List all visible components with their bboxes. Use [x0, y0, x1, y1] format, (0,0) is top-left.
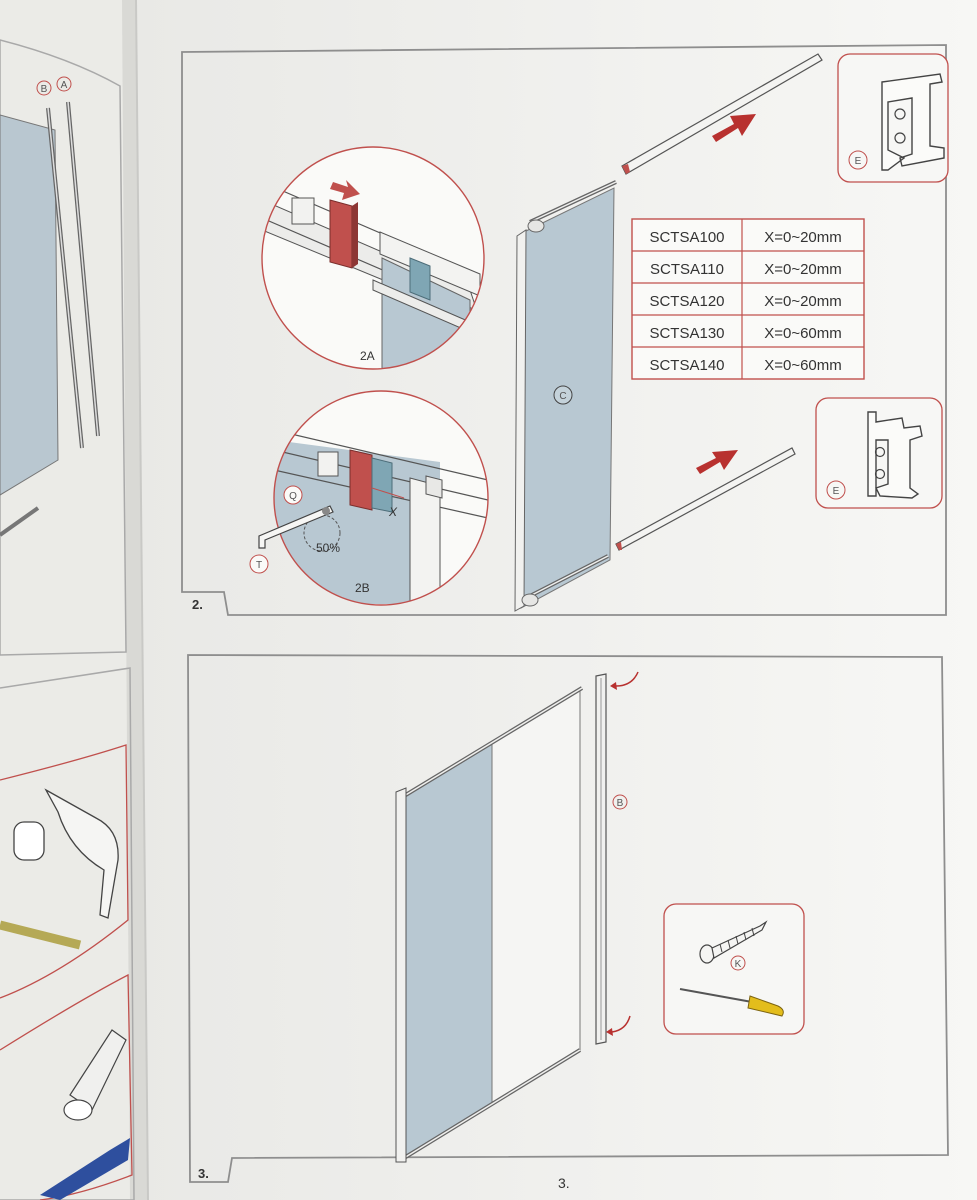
- table-cell-range: X=0~20mm: [764, 229, 842, 246]
- table-cell-model: SCTSA130: [649, 325, 724, 342]
- drill-icon: [0, 788, 119, 950]
- part-q-label: Q: [289, 491, 297, 502]
- allen-key-icon: [258, 505, 334, 549]
- table-cell-range: X=0~20mm: [764, 293, 842, 310]
- left-part-b-label: B: [41, 84, 48, 95]
- part-e-label-bottom: E: [833, 486, 840, 497]
- table-cell-range: X=0~60mm: [764, 325, 842, 342]
- left-page: B A: [0, 0, 150, 1200]
- part-t-label: T: [256, 560, 262, 571]
- step3-panel: 3. B: [187, 654, 949, 1183]
- drill-bit-icon: [40, 1029, 130, 1200]
- spec-table: SCTSA100 X=0~20mm SCTSA110 X=0~20mm SCTS…: [631, 218, 865, 380]
- table-cell-range: X=0~20mm: [764, 261, 842, 278]
- part-x-label: X: [388, 505, 398, 519]
- profile-e-box-top: E: [837, 53, 949, 183]
- step2-panel: 2. 2A: [181, 44, 949, 616]
- bottom-rail: [615, 447, 796, 551]
- part-k-label: K: [735, 959, 742, 970]
- profile-e-box-bottom: E: [815, 397, 943, 509]
- detail-2a-circle: 2A: [261, 146, 485, 370]
- curved-arrow-icon: [611, 1015, 631, 1033]
- table-cell-model: SCTSA120: [649, 293, 724, 310]
- step3-number: 3.: [198, 1166, 209, 1181]
- arrow-down-left-icon: [696, 450, 738, 474]
- detail-2a-label: 2A: [360, 349, 375, 363]
- table-cell-model: SCTSA110: [650, 261, 724, 278]
- step2-number: 2.: [192, 597, 203, 612]
- percent-label: 50%: [316, 541, 340, 555]
- screw-icon: [699, 920, 768, 964]
- detail-2b-label: 2B: [355, 581, 370, 595]
- arrow-down-left-icon: [712, 114, 756, 142]
- part-b-label: B: [617, 798, 624, 809]
- part-e-label-top: E: [855, 156, 862, 167]
- page-number: 3.: [558, 1175, 570, 1191]
- curved-arrow-icon: [615, 671, 639, 687]
- glass-panel-c: C: [514, 180, 617, 612]
- screwdriver-icon: [679, 988, 784, 1017]
- wall-profile-b: B: [595, 673, 628, 1045]
- glass-panel-assembled: [395, 686, 584, 1163]
- detail-2b-circle: X 50% 2B: [273, 390, 489, 606]
- table-cell-model: SCTSA140: [649, 357, 724, 374]
- table-cell-model: SCTSA100: [649, 229, 724, 246]
- arrow-right-icon: [330, 180, 360, 200]
- left-part-a-label: A: [61, 80, 68, 91]
- hardware-box: K: [663, 903, 805, 1035]
- table-cell-range: X=0~60mm: [764, 357, 842, 374]
- part-c-label: C: [559, 391, 566, 402]
- top-rail: [621, 53, 823, 175]
